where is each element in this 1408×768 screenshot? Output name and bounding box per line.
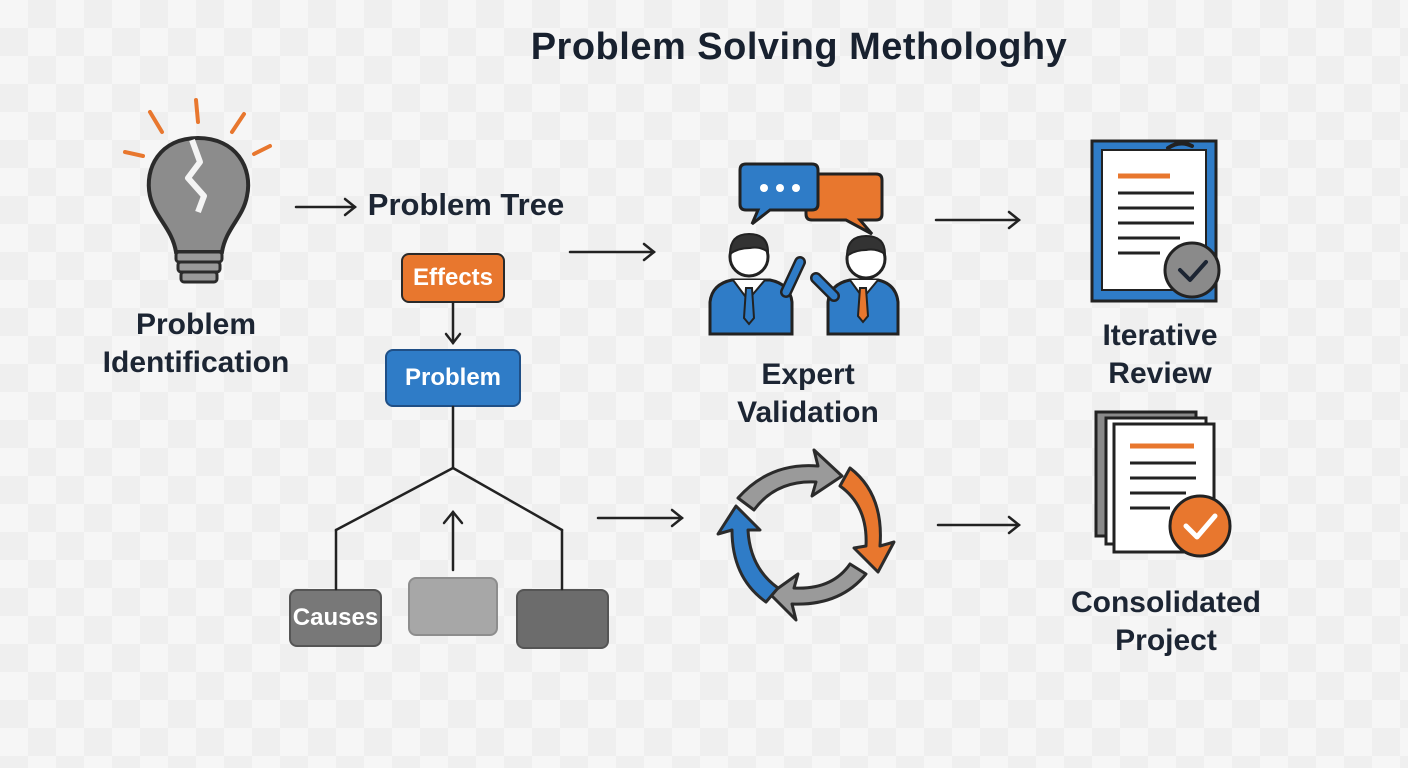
review-label-line2: Review [1108,357,1212,390]
arrow-validation-to-review [934,210,1022,230]
arrow-identification-to-tree [294,197,358,217]
arrow-cycle-to-consolidated [936,515,1022,535]
validation-label-line1: Expert [761,358,855,391]
arrow-tree-to-validation [568,242,657,262]
consolidated-label-line1: Consolidated [1070,586,1261,619]
page-title: Problem Solving Methologhy [530,26,1068,68]
cause-box-2 [408,577,498,636]
consolidated-label-line2: Project [1115,624,1217,657]
identification-label-line2: Identification [102,346,290,379]
identification-label-line1: Problem [135,308,257,341]
arrow-tree-to-cycle [596,508,685,528]
problem-tree-label: Problem Tree [367,187,565,222]
causes-box: Causes [289,589,382,647]
validation-label-line2: Validation [737,396,879,429]
cause-box-3 [516,589,609,649]
review-label-line1: Iterative [1102,319,1218,352]
